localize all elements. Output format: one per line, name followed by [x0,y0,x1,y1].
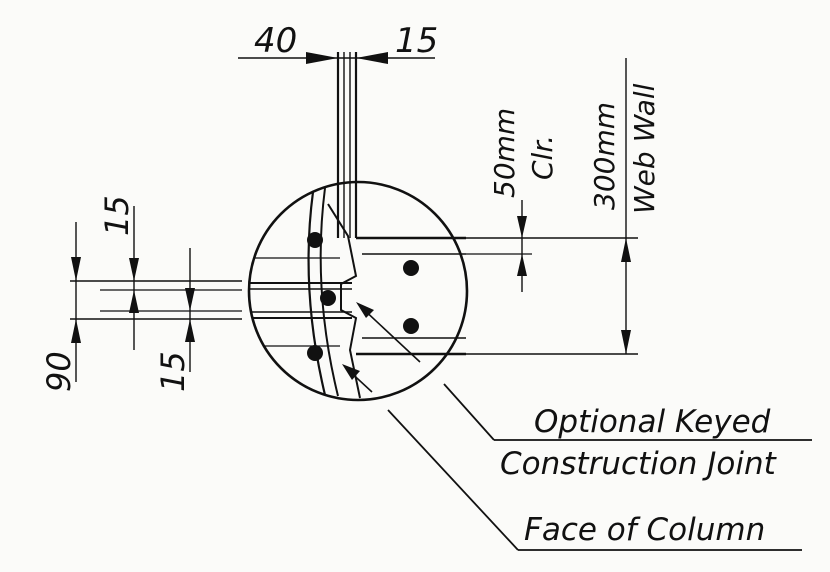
dim-15-upper-arrow-top [129,258,139,281]
web-wall-arrow-top [621,238,631,262]
detail-circle-outline [247,180,469,402]
callouts: Optional Keyed Construction Joint Face o… [387,383,812,551]
rebar-dot [307,345,323,361]
cover-arrow-bottom [517,254,527,276]
left-upper-dimension-text: 15 [98,195,136,236]
left-lower-dimension-text: 15 [154,351,192,392]
face-of-column-label: Face of Column [524,512,765,548]
left-total-dimension-text: 90 [40,351,78,392]
keyed-joint-callout-leader [443,383,495,441]
top-left-dimension-text: 40 [254,21,297,61]
cover-note-text: Clr. [526,135,559,180]
cover-arrow-top [517,216,527,238]
joint-leader-arrowhead [356,302,374,318]
web-wall-label-text: Web Wall [628,83,661,214]
detail-circle [247,180,469,402]
web-wall-dimension-text: 300mm [588,102,621,210]
top-right-dimension-text: 15 [395,21,438,61]
cover-dimension-text: 50mm [488,108,521,198]
left-dimensions: 15 15 90 [40,195,242,392]
rebar-dot [320,290,336,306]
right-dimensions: 50mm Clr. 300mm Web Wall [466,58,661,355]
dim-15-lower-arrow-bottom [185,319,195,342]
dim-90-arrow-top [71,257,81,281]
face-of-column-inner-curve [319,187,339,397]
top-dimension: 40 15 [238,21,438,64]
rebar-dot [403,260,419,276]
dim-15-upper-arrow-bottom [129,290,139,313]
keyed-joint-label-line1: Optional Keyed [534,404,771,440]
rebar-dot [403,318,419,334]
dim-15-lower-arrow-top [185,288,195,311]
column-leader-arrowhead [342,364,360,380]
rebar-dot [307,232,323,248]
web-wall-arrow-bottom [621,330,631,354]
dim-90-arrow-bottom [71,319,81,343]
keyed-joint-label-line2: Construction Joint [500,446,778,482]
joint-leader-line [359,305,421,363]
top-right-arrowhead [356,52,388,64]
keyed-joint-profile [327,203,361,399]
top-left-arrowhead [306,52,338,64]
vertical-wall-lines [336,52,358,238]
face-of-column-callout-leader [387,409,519,551]
face-of-column-outer-curve [307,191,327,396]
